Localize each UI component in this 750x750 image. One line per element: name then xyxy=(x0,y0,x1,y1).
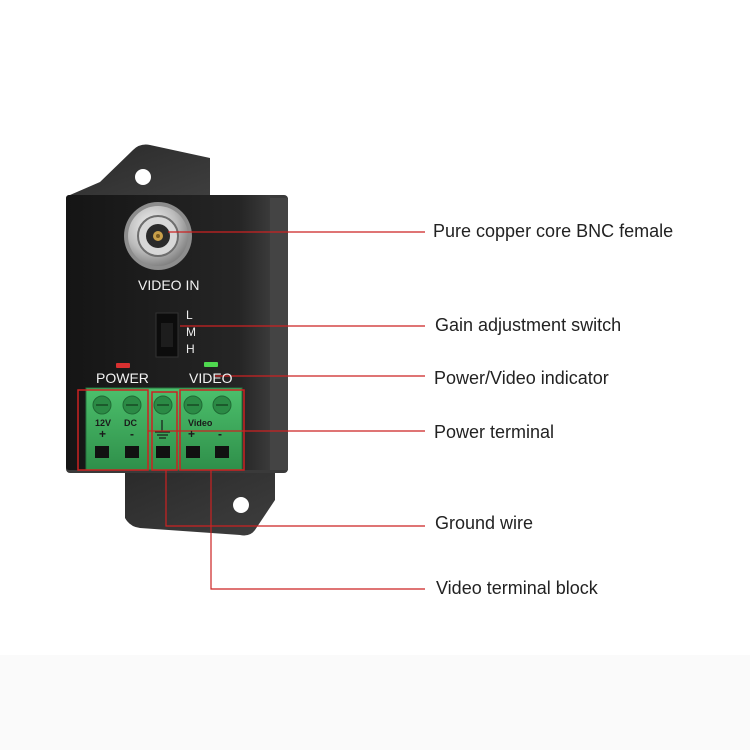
switch-level-h: H xyxy=(186,342,195,356)
terminal-dc-label: DC xyxy=(124,418,137,428)
video-led xyxy=(204,362,218,367)
terminal-video-label: Video xyxy=(188,418,213,428)
gain-switch xyxy=(155,312,179,358)
callout-bnc: Pure copper core BNC female xyxy=(433,221,674,241)
callout-indicator: Power/Video indicator xyxy=(434,368,609,388)
callout-gain-switch: Gain adjustment switch xyxy=(435,315,622,335)
switch-level-l: L xyxy=(186,308,193,322)
terminal-minus-label: - xyxy=(130,427,134,441)
terminal-plus-label: + xyxy=(99,427,107,441)
video-in-label: VIDEO IN xyxy=(138,277,200,293)
terminal-video-minus-label: - xyxy=(218,427,222,441)
power-terminal-box xyxy=(77,389,149,471)
switch-level-m: M xyxy=(186,325,196,339)
mounting-flange xyxy=(70,144,275,536)
power-led xyxy=(116,363,130,368)
ground-symbol-icon xyxy=(155,420,170,439)
mount-hole-bottom xyxy=(233,497,249,513)
callout-video-terminal: Video terminal block xyxy=(436,578,598,598)
callout-ground-wire: Ground wire xyxy=(435,513,534,533)
callout-power-terminal: Power terminal xyxy=(434,422,555,442)
terminal-video-plus-label: + xyxy=(188,427,196,441)
background-floor xyxy=(0,655,750,750)
bnc-connector xyxy=(124,202,192,270)
power-label: POWER xyxy=(96,370,149,386)
callout-line-video-terminal xyxy=(210,470,425,590)
terminal-12v-label: 12V xyxy=(95,418,112,428)
callout-lines xyxy=(148,231,425,590)
callout-line-ground xyxy=(165,470,425,527)
mount-hole-top xyxy=(135,169,151,185)
video-terminal-box xyxy=(179,389,245,471)
video-led-label: VIDEO xyxy=(189,370,233,386)
